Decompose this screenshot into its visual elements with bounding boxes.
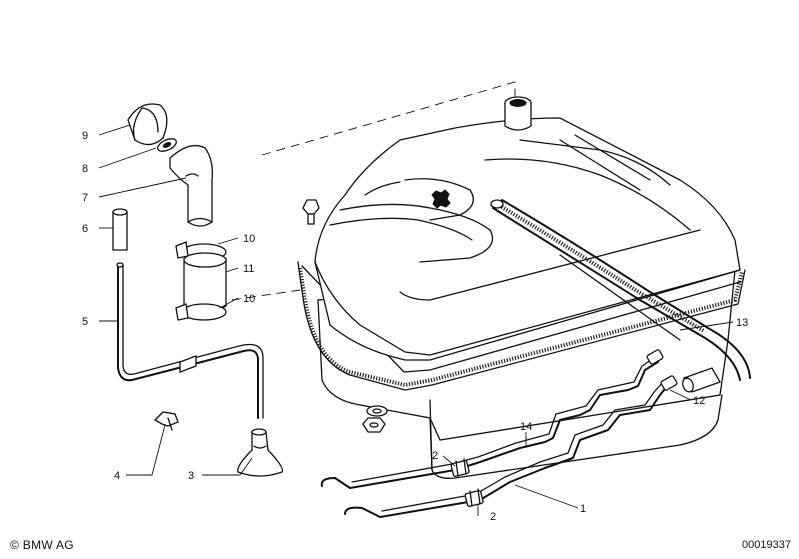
- callout-10-top: 10: [243, 233, 255, 245]
- callout-1: 1: [580, 503, 586, 515]
- catalog-number: 00019337: [742, 539, 791, 551]
- callout-11: 11: [243, 263, 254, 275]
- hose-12: [682, 367, 721, 393]
- hose-clamp-lower: [464, 488, 484, 507]
- fuel-line-return: [344, 375, 678, 518]
- rubber-grommet: [237, 428, 284, 477]
- hose-clamp-bottom: [175, 303, 227, 321]
- alignment-dashed-line: [231, 81, 516, 301]
- brand-copyright: © BMW AG: [10, 538, 74, 552]
- connecting-hose: [183, 252, 227, 313]
- washer-and-nut: [362, 405, 388, 433]
- callout-5: 5: [82, 316, 88, 328]
- callout-14: 14: [520, 421, 532, 433]
- callout-13: 13: [736, 317, 748, 329]
- breather-pipe: [116, 262, 264, 419]
- vent-hose: [490, 199, 751, 381]
- callout-labels: 9 8 7 6 5 4 3 10 11 10 13 12 14 2 2 1: [82, 130, 748, 523]
- hose-clamp-upper: [450, 458, 470, 477]
- sender-opening: [431, 189, 451, 209]
- hose-clip: [153, 411, 179, 431]
- filler-cap: [127, 103, 168, 146]
- callout-leaders: [98, 124, 734, 516]
- callout-12: 12: [693, 395, 705, 407]
- callout-8: 8: [82, 163, 88, 175]
- short-pipe: [112, 208, 128, 251]
- callout-9: 9: [82, 130, 88, 142]
- callout-10-bottom: 10: [243, 293, 255, 305]
- callout-3: 3: [188, 470, 194, 482]
- filler-elbow-hose: [169, 144, 213, 227]
- mounting-bolt: [302, 199, 320, 225]
- callout-4: 4: [114, 470, 120, 482]
- callout-6: 6: [82, 223, 88, 235]
- callout-2-upper: 2: [432, 450, 438, 462]
- gasket: [157, 138, 177, 152]
- fuel-tank: [297, 96, 746, 479]
- callout-7: 7: [82, 192, 88, 204]
- callout-2-lower: 2: [490, 511, 496, 523]
